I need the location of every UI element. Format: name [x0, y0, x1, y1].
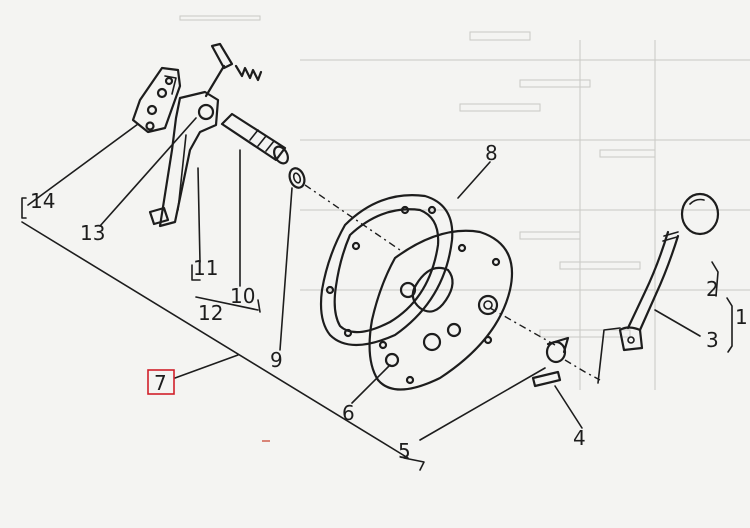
callout-3: 3 — [706, 328, 719, 352]
callout-9: 9 — [270, 348, 283, 372]
callout-14: 14 — [30, 189, 55, 213]
washer-icon — [288, 167, 306, 189]
callout-11: 11 — [193, 256, 218, 280]
gear-lever-icon — [618, 230, 680, 352]
cover-plate-icon — [368, 229, 514, 391]
callout-2: 2 — [706, 277, 719, 301]
pivot-plate-icon — [131, 66, 182, 134]
leader-lines — [21, 117, 733, 471]
callout-6: 6 — [342, 401, 355, 425]
spring-pin-icon — [204, 42, 263, 98]
shaft-sleeve-icon — [220, 112, 289, 165]
ghost-table — [179, 15, 750, 390]
callout-12: 12 — [198, 301, 223, 325]
lever-arm-icon — [148, 90, 220, 228]
callout-8: 8 — [485, 141, 498, 165]
callout-5: 5 — [398, 439, 411, 463]
knob-icon — [680, 192, 720, 236]
pin-icon — [531, 370, 562, 388]
callout-7[interactable]: 7 — [154, 371, 167, 395]
cotter-clip-icon — [545, 336, 570, 364]
selection-box — [147, 369, 175, 395]
gasket-icon — [319, 194, 454, 346]
callout-13: 13 — [80, 221, 105, 245]
callout-1: 1 — [735, 305, 748, 329]
callout-10: 10 — [230, 284, 255, 308]
callout-4: 4 — [573, 426, 586, 450]
